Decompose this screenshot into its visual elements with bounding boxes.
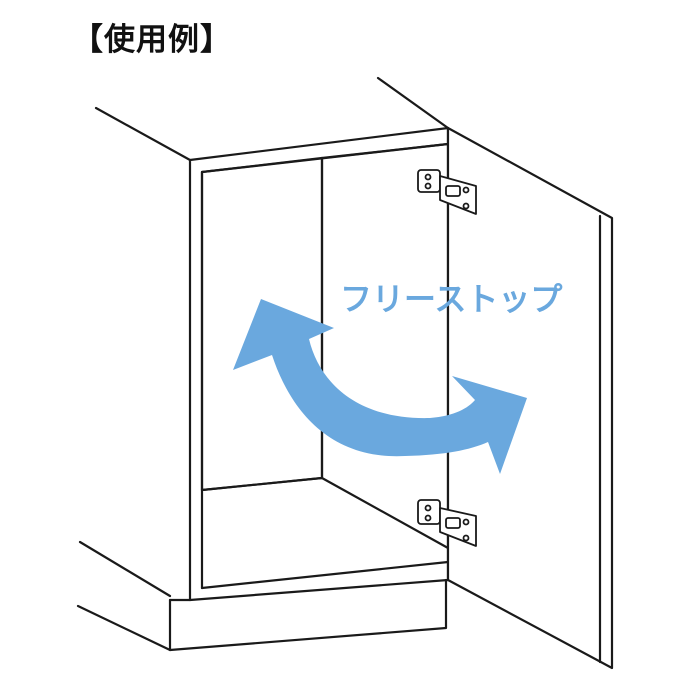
cabinet-frame-outer — [188, 126, 450, 602]
cabinet-bottom-shelf — [200, 476, 450, 550]
hinge-top-icon — [417, 169, 477, 215]
base-plinth — [168, 578, 448, 652]
floor-left-line-2 — [76, 604, 172, 652]
cabinet-inner-right — [320, 142, 450, 160]
hinge-bottom-icon — [417, 499, 477, 547]
cabinet-floor-front — [200, 560, 450, 590]
page-title: 【使用例】 — [72, 22, 232, 58]
countertop-left-line — [94, 106, 192, 162]
free-stop-arrow-icon — [233, 299, 527, 474]
free-stop-label: フリーストップ — [340, 280, 563, 318]
countertop-right-line — [376, 76, 450, 130]
floor-left-line-1 — [78, 540, 172, 598]
